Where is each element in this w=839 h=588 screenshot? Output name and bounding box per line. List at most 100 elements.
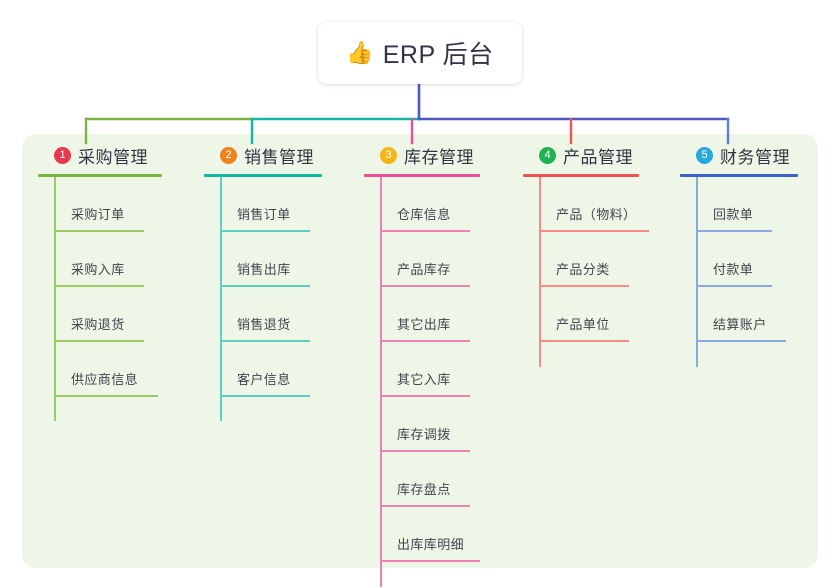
thumbs-up-icon: 👍 <box>346 40 374 65</box>
branch-item-rule <box>696 340 786 342</box>
branch-columns: 1 采购管理采购订单采购入库采购退货供应商信息 2 销售管理销售订单销售出库销售退货客… <box>22 134 818 587</box>
branch-items-1: 采购订单采购入库采购退货供应商信息 <box>38 177 162 421</box>
branch-item-label: 销售出库 <box>237 262 291 277</box>
branch-items-2: 销售订单销售出库销售退货客户信息 <box>204 177 322 421</box>
branch-item[interactable]: 回款单 <box>680 177 798 232</box>
branch-item-label: 其它入库 <box>397 372 451 387</box>
branch-title-2: 销售管理 <box>244 147 314 167</box>
root-node[interactable]: 👍 ERP 后台 <box>318 22 522 84</box>
branch-item[interactable]: 产品分类 <box>523 232 639 287</box>
branch-item[interactable]: 库存盘点 <box>364 452 480 507</box>
branch-spine-2 <box>220 177 222 421</box>
branch-column-3: 3 库存管理仓库信息产品库存其它出库其它入库库存调拨库存盘点出库库明细 <box>364 142 480 587</box>
branch-item[interactable]: 仓库信息 <box>364 177 480 232</box>
branch-spine-1 <box>54 177 56 421</box>
branch-item-label: 产品单位 <box>556 317 610 332</box>
branch-item[interactable]: 供应商信息 <box>38 342 162 397</box>
branch-item-rule <box>380 395 470 397</box>
branch-item[interactable]: 结算账户 <box>680 287 798 342</box>
branch-item-rule <box>539 230 649 232</box>
branch-item[interactable]: 产品单位 <box>523 287 639 342</box>
branch-item-rule <box>380 505 470 507</box>
branch-badge-2: 2 <box>220 146 237 164</box>
branch-item-rule <box>220 340 310 342</box>
branch-header-rule-2 <box>204 174 322 177</box>
branch-item-rule <box>539 285 629 287</box>
branch-item-rule <box>54 340 144 342</box>
branch-item-label: 结算账户 <box>713 317 767 332</box>
branch-item[interactable]: 其它出库 <box>364 287 480 342</box>
branch-item-label: 采购退货 <box>71 317 125 332</box>
branch-spine-5 <box>696 177 698 367</box>
branch-item[interactable]: 其它入库 <box>364 342 480 397</box>
branch-column-2: 2 销售管理销售订单销售出库销售退货客户信息 <box>204 142 322 421</box>
branch-item-rule <box>54 395 158 397</box>
branch-badge-4: 4 <box>539 146 556 164</box>
branch-item[interactable]: 销售出库 <box>204 232 322 287</box>
branch-title-3: 库存管理 <box>404 147 474 167</box>
branch-item[interactable]: 付款单 <box>680 232 798 287</box>
branch-item-label: 供应商信息 <box>71 372 139 387</box>
page-title: ERP 后台 <box>382 41 494 69</box>
branch-header-rule-1 <box>38 174 162 177</box>
branch-header-1[interactable]: 1 采购管理 <box>38 142 162 168</box>
branch-item[interactable]: 库存调拨 <box>364 397 480 452</box>
branch-item-rule <box>220 285 310 287</box>
branch-item-label: 采购订单 <box>71 207 125 222</box>
branch-item-label: 客户信息 <box>237 372 291 387</box>
branch-items-3: 仓库信息产品库存其它出库其它入库库存调拨库存盘点出库库明细 <box>364 177 480 587</box>
branch-item[interactable]: 客户信息 <box>204 342 322 397</box>
branch-item-rule <box>380 230 470 232</box>
branch-spine-3 <box>380 177 382 587</box>
branch-item-label: 产品分类 <box>556 262 610 277</box>
branch-header-rule-4 <box>523 174 639 177</box>
branch-header-rule-3 <box>364 174 480 177</box>
branch-item-label: 库存调拨 <box>397 427 451 442</box>
branch-header-2[interactable]: 2 销售管理 <box>204 142 322 168</box>
branch-item[interactable]: 采购入库 <box>38 232 162 287</box>
branch-item-label: 产品库存 <box>397 262 451 277</box>
branch-item-rule <box>54 230 144 232</box>
branch-item-label: 销售退货 <box>237 317 291 332</box>
branch-item-label: 采购入库 <box>71 262 125 277</box>
diagram-panel <box>22 134 818 568</box>
branch-item-label: 仓库信息 <box>397 207 451 222</box>
branch-item-rule <box>380 450 470 452</box>
branch-item[interactable]: 采购退货 <box>38 287 162 342</box>
branch-item-label: 其它出库 <box>397 317 451 332</box>
branch-item-rule <box>696 230 772 232</box>
branch-title-5: 财务管理 <box>720 147 790 167</box>
branch-item-rule <box>380 560 480 562</box>
branch-column-1: 1 采购管理采购订单采购入库采购退货供应商信息 <box>38 142 162 421</box>
branch-header-5[interactable]: 5 财务管理 <box>680 142 798 168</box>
branch-badge-5: 5 <box>696 146 713 164</box>
branch-item[interactable]: 销售退货 <box>204 287 322 342</box>
branch-badge-1: 1 <box>54 146 71 164</box>
branch-item-rule <box>220 230 310 232</box>
branch-item-label: 产品（物料） <box>556 207 637 222</box>
branch-spine-4 <box>539 177 541 367</box>
branch-header-3[interactable]: 3 库存管理 <box>364 142 480 168</box>
branch-item[interactable]: 出库库明细 <box>364 507 480 562</box>
branch-item-label: 付款单 <box>713 262 754 277</box>
branch-items-4: 产品（物料） 产品分类产品单位 <box>523 177 649 367</box>
branch-item[interactable]: 销售订单 <box>204 177 322 232</box>
branch-item-rule <box>380 285 470 287</box>
branch-item-rule <box>220 395 310 397</box>
branch-item-label: 出库库明细 <box>397 537 465 552</box>
branch-item[interactable]: 采购订单 <box>38 177 162 232</box>
branch-title-1: 采购管理 <box>78 147 148 167</box>
branch-item-rule <box>380 340 470 342</box>
branch-badge-3: 3 <box>380 146 397 164</box>
branch-items-5: 回款单付款单结算账户 <box>680 177 798 367</box>
branch-item[interactable]: 产品（物料） <box>523 177 649 232</box>
branch-item[interactable]: 产品库存 <box>364 232 480 287</box>
branch-item-rule <box>539 340 629 342</box>
branch-column-5: 5 财务管理回款单付款单结算账户 <box>680 142 798 367</box>
branch-item-label: 库存盘点 <box>397 482 451 497</box>
branch-item-label: 回款单 <box>713 207 754 222</box>
branch-header-rule-5 <box>680 174 798 177</box>
